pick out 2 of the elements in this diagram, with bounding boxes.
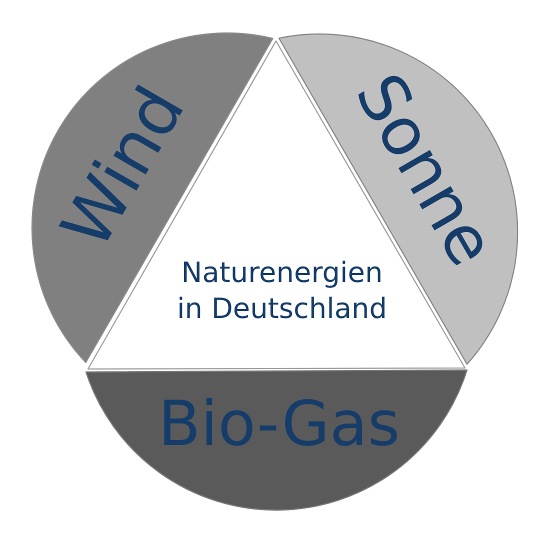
segment-label: Bio-Gas: [158, 393, 400, 455]
circle-segment: [85, 369, 468, 512]
